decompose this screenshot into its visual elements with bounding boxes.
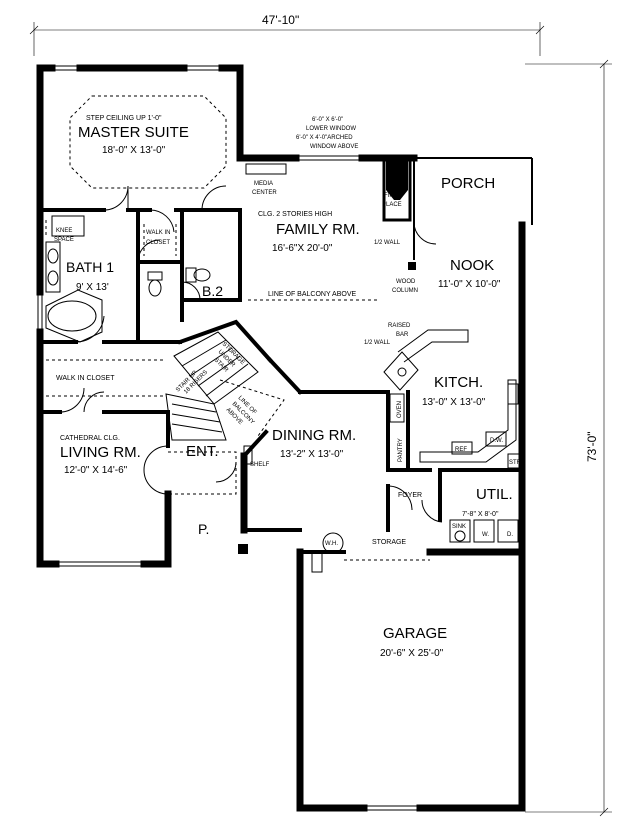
foyer-label: FOYER [398,492,422,499]
sink-label: SINK [452,524,466,530]
toilet-bath1 [147,271,163,297]
dining-bay [241,429,269,459]
utility-size: 7'-8" X 8'-0" [462,511,499,518]
overall-width-label: 47'-10" [262,13,299,27]
overall-depth-label: 73'-0" [585,431,599,462]
wood-column [408,262,416,270]
master-suite-size: 18'-0" X 13'-0" [102,145,166,156]
wic-small-label-2: CLOSET [146,240,170,246]
dining-room-size: 13'-2" X 13'-0" [280,449,344,460]
kitchen-name: KITCH. [434,374,483,391]
dw-label: D.W. [490,438,503,444]
column-marker [238,544,248,554]
dryer-label: D. [507,532,513,538]
porch-name: PORCH [441,175,495,192]
kitchen-counters [383,329,523,469]
nook-name: NOOK [450,257,494,274]
master-suite-name: MASTER SUITE [78,124,189,141]
staircase [165,331,259,441]
wic-small-label-1: WALK IN [146,230,170,236]
water-heater-label: W.H. [325,541,338,547]
wood-column-label-1: WOOD [396,279,416,285]
str-label: STR [509,460,522,466]
window-note-3: 6'-0" X 4'-0"ARCHED [296,135,353,141]
master-ceiling-note: STEP CEILING UP 1'-0" [86,115,162,122]
raised-bar-label-2: BAR [396,332,409,338]
entry-name: ENT. [186,443,219,460]
half-wall-label: 1/2 WALL [374,240,401,246]
knee-space-label-1: KNEE [56,228,72,234]
garage-size: 20'-6" X 25'-0" [380,648,444,659]
shelf-label: SHELF [250,462,270,468]
wood-column-label-2: COLUMN [392,288,418,294]
family-room-size: 16'-6"X 20'-0" [272,243,333,254]
knee-space-outline [51,215,85,237]
media-center-label-2: CENTER [252,190,277,196]
vanity [45,241,61,293]
pantry-label: PANTRY [398,438,404,462]
porch-small-label: P. [198,521,209,537]
nook-size: 11'-0" X 10'-0" [438,279,501,290]
stair-balcony-line [219,379,285,437]
living-ceiling-note: CATHEDRAL CLG. [60,435,120,442]
media-center-label-1: MEDIA [254,181,273,187]
storage-label: STORAGE [372,539,406,546]
family-room-name: FAMILY RM. [276,221,360,238]
utility-name: UTIL. [476,486,513,503]
fireplace-label-2: PLACE [382,202,402,208]
b2-name: B.2 [202,283,223,299]
step-ceiling-outline [69,95,227,189]
entry-outline [168,451,237,495]
width-dimension-line [29,22,545,56]
garage-name: GARAGE [383,625,447,642]
exterior-walls [36,64,533,812]
windows [37,65,525,811]
living-room-size: 12'-0" X 14'-6" [64,465,128,476]
window-note-4: WINDOW ABOVE [310,144,358,150]
knee-space-label-2: SPACE [54,237,74,243]
bathtub [45,289,103,343]
washer-label: W. [482,532,489,538]
ref-label: REF [455,447,467,453]
oven-label: OVEN [397,401,403,418]
garage-step [311,551,323,573]
balcony-label: LINE OF BALCONY ABOVE [268,291,357,298]
utility-fixtures [449,519,519,543]
fireplace-label-1: FIRE [384,193,398,199]
window-note-1: 6'-0" X 6'-0" [312,117,343,123]
kitchen-size: 13'-0" X 13'-0" [422,397,486,408]
bath1-name: BATH 1 [66,259,114,275]
dining-room-name: DINING RM. [272,427,356,444]
closet-rods [45,220,177,397]
media-center [245,163,287,175]
depth-dimension-line [525,59,612,817]
raised-bar-label-1: RAISED [388,323,411,329]
living-room-name: LIVING RM. [60,444,141,461]
walk-in-closet-label: WALK IN CLOSET [56,375,115,382]
water-heater [322,532,344,554]
family-ceiling-note: CLG. 2 STORIES HIGH [258,211,332,218]
bath1-size: 9' X 13' [76,282,109,293]
half-wall-2-label: 1/2 WALL [364,340,391,346]
toilet-b2 [185,267,211,283]
window-note-2: LOWER WINDOW [306,126,356,132]
interior-walls [38,208,524,532]
